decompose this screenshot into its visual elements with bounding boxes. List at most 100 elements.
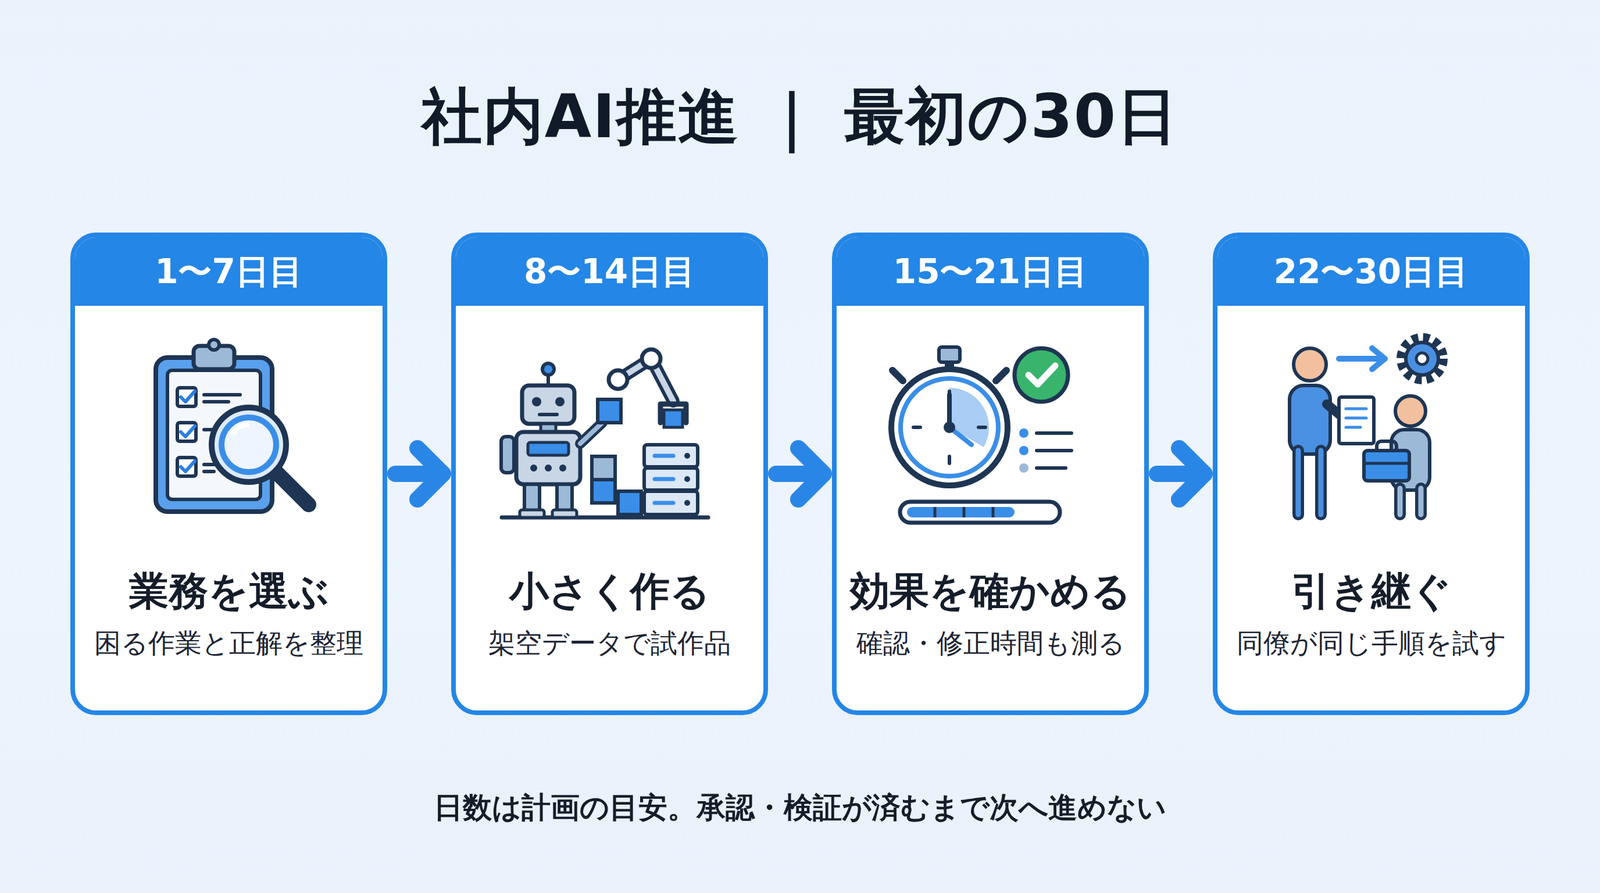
phase-box: 8〜14日目小さく作る架空データで試作品: [451, 232, 769, 716]
robot-icon-part: [501, 515, 709, 520]
step-description: 確認・修正時間も測る: [836, 626, 1145, 661]
robot-icon-part: [542, 363, 555, 375]
title-area: 社内AI推進 ｜ 最初の30日: [0, 80, 1600, 153]
stopwatch-icon-part: [1028, 365, 1056, 385]
robot-icon-part: [530, 464, 538, 472]
stopwatch-icon-part: [947, 394, 952, 428]
phase-box: 15〜21日目効果を確かめる確認・修正時間も測る: [831, 232, 1149, 716]
flow-arrow: [776, 448, 824, 500]
robot-icon-part: [684, 476, 691, 482]
stopwatch-icon: [891, 347, 1072, 523]
diagram-caption: 日数は計画の目安。承認・検証が済むまで次へ進めない: [0, 789, 1600, 827]
robot-icon-part: [608, 370, 628, 389]
robot-icon-part: [501, 436, 514, 473]
clipboard-icon-part: [177, 387, 196, 407]
phase-box: 22〜30日目引き継ぐ同僚が同じ手順を試す: [1212, 232, 1530, 716]
robot-icon-part: [544, 464, 552, 472]
phase-days: 15〜21日目: [836, 237, 1145, 306]
handover-icon-part: [1338, 397, 1374, 444]
robot-icon-part: [580, 422, 603, 444]
clipboard-icon-part: [221, 417, 277, 473]
phase-days: 1〜7日目: [75, 237, 383, 306]
robot-icon-part: [591, 456, 616, 480]
robot-icon-part: [580, 422, 603, 444]
robot-icon-part: [540, 423, 556, 432]
stopwatch-icon-part: [943, 421, 956, 434]
clipboard-icon-part: [180, 426, 195, 437]
step-description: 困る作業と正解を整理: [75, 626, 383, 661]
stopwatch-icon-part: [1019, 428, 1029, 438]
robot-icon-part: [555, 397, 565, 407]
clipboard-icon-part: [211, 407, 287, 482]
robot-icon-part: [684, 452, 691, 459]
robot-icon-part: [552, 509, 577, 518]
handover-icon-part: [1376, 441, 1397, 451]
handover-icon-part: [1401, 337, 1444, 380]
robot-icon-part: [516, 431, 581, 485]
stopwatch-icon-part: [891, 369, 1008, 486]
stopwatch-icon-part: [1019, 463, 1029, 473]
handover-icon-part: [1416, 352, 1428, 365]
clipboard-icon-part: [233, 425, 248, 434]
robot-icon-part: [618, 358, 674, 402]
handover-icon-part: [1345, 408, 1367, 428]
handover-icon-part: [1293, 348, 1327, 381]
robot-icon-part: [546, 373, 550, 387]
stopwatch-icon-part: [1036, 433, 1072, 469]
stopwatch-icon-part: [944, 361, 955, 371]
robot-icon-part: [591, 479, 616, 503]
clipboard-icon-part: [275, 470, 309, 505]
stopwatch-icon-part: [900, 501, 1060, 523]
phase-days: 22〜30日目: [1217, 237, 1525, 306]
clipboard-icon-part: [167, 370, 261, 500]
clipboard-icon-part: [155, 357, 273, 512]
handover-icon-part: [1298, 450, 1321, 515]
robot-icon-part: [684, 500, 691, 506]
clipboard-icon-part: [177, 457, 196, 477]
stopwatch-icon-part: [949, 387, 989, 448]
robot-icon-part: [524, 484, 540, 514]
robot-icon-part: [654, 455, 674, 503]
stopwatch-icon-part: [900, 378, 999, 477]
robot-icon-part: [660, 404, 687, 423]
handover-icon-part: [1363, 450, 1410, 481]
stopwatch-icon-part: [913, 391, 986, 464]
handover-icon-part: [1338, 355, 1383, 362]
robot-icon-part: [644, 468, 698, 491]
handover-icon-part: [1400, 488, 1421, 515]
handover-icon-part: [1326, 404, 1348, 422]
handover-icon-part: [1298, 450, 1321, 515]
step-description: 同僚が同じ手順を試す: [1217, 626, 1525, 661]
clipboard-icon-part: [208, 339, 220, 350]
handover-icon-part: [1400, 488, 1421, 515]
handover-icon-part: [1363, 462, 1410, 466]
robot-icon-part: [556, 484, 573, 514]
diagram-title: 社内AI推進 ｜ 最初の30日: [0, 80, 1600, 153]
handover-icon-part: [1289, 385, 1331, 455]
stopwatch-icon-part: [1014, 348, 1069, 402]
handover-icon-part: [1391, 429, 1430, 491]
phase-days: 8〜14日目: [455, 237, 764, 306]
robot-icon-part: [618, 358, 674, 402]
robot-icon-part: [559, 464, 567, 472]
stopwatch-icon-part: [906, 506, 1015, 518]
robot-icon-part: [663, 409, 683, 428]
step-title: 業務を選ぶ: [75, 566, 383, 616]
clipboard-icon-part: [180, 461, 195, 472]
handover-icon-part: [1395, 395, 1426, 427]
clipboard-icon-part: [180, 391, 195, 402]
robot-icon-part: [644, 491, 698, 515]
stopwatch-icon-part: [1019, 445, 1029, 456]
robot-icon-part: [539, 412, 557, 417]
robot-icon-part: [519, 509, 545, 518]
clipboard-icon: [155, 339, 309, 512]
step-title: 引き継ぐ: [1217, 566, 1525, 616]
robot-icon-part: [641, 349, 661, 369]
clipboard-icon-part: [193, 345, 235, 370]
robot-icon: [501, 349, 709, 518]
clipboard-icon-part: [204, 394, 241, 472]
flow-arrow: [1156, 448, 1205, 500]
step-title: 効果を確かめる: [836, 566, 1145, 616]
stopwatch-icon-part: [949, 427, 972, 445]
